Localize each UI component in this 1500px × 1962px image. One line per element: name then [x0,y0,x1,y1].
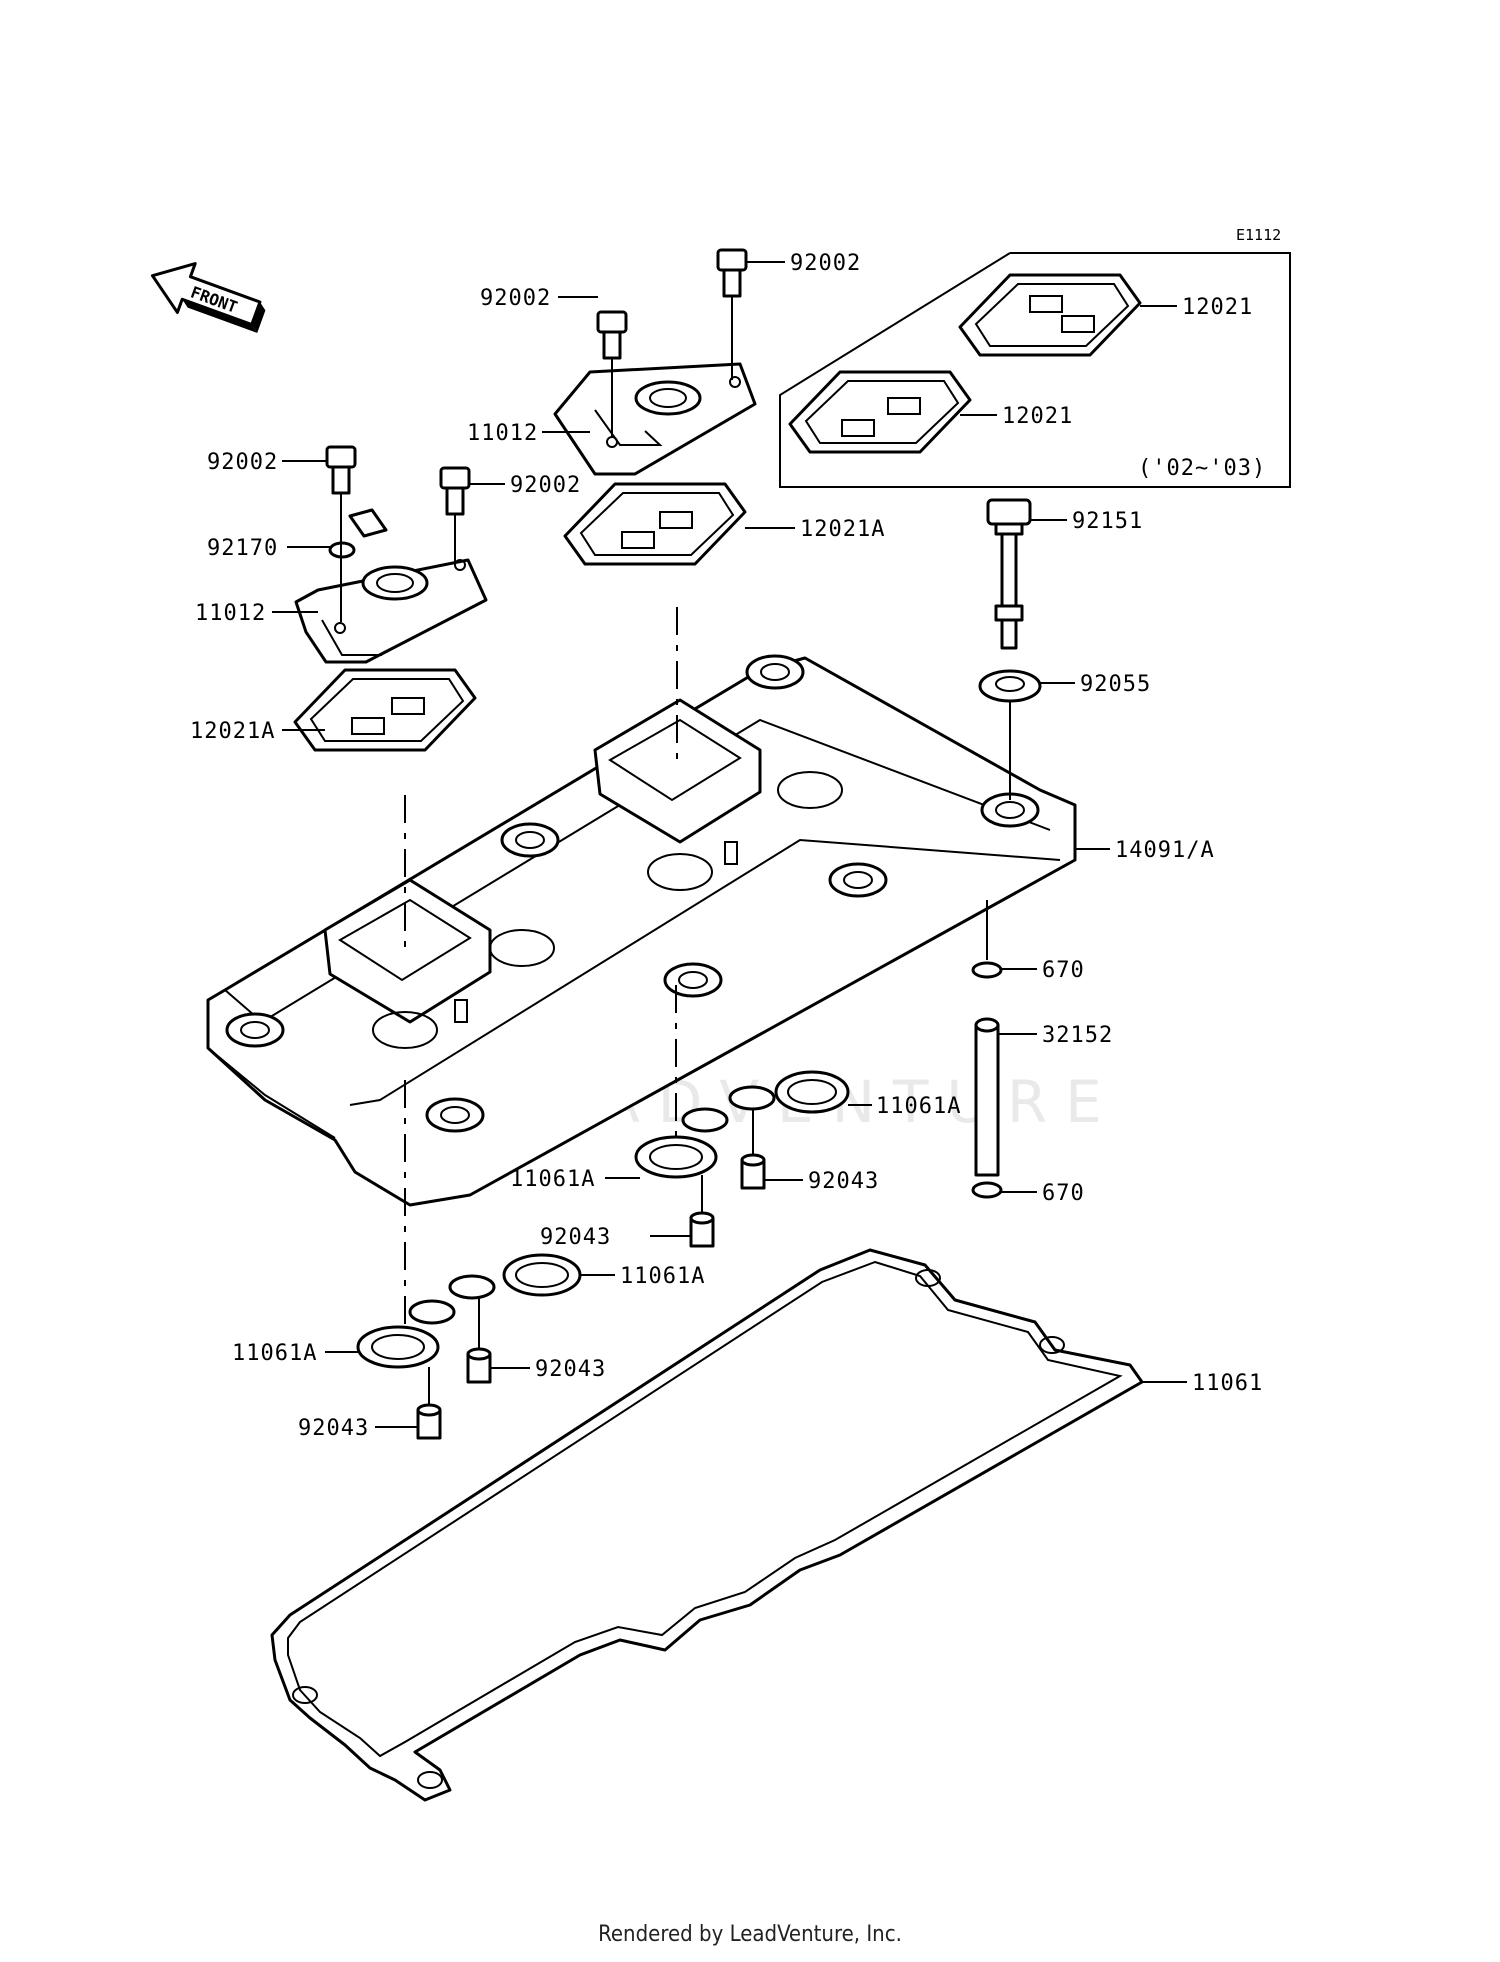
label-cover-left: 11012 [195,601,266,626]
cover-right [553,362,757,476]
label-dowel-left-a: 92043 [535,1357,606,1382]
dowel-right-a-icon [740,1153,766,1190]
plug-gasket-left-mid [408,1299,456,1325]
head-cover [206,654,1077,1207]
label-cover-right: 11012 [467,421,538,446]
label-oring-lower: 670 [1042,1181,1085,1206]
label-dowel-left-b: 92043 [298,1416,369,1441]
pipe-icon [974,1017,1000,1177]
plug-gasket-left-upper [448,1253,582,1300]
label-long-bolt: 92151 [1072,509,1143,534]
oring-lower-icon [971,1181,1003,1199]
bolt-top-mid-icon [596,310,628,360]
label-bolt-left: 92002 [207,450,278,475]
plug-gasket-right-lower [634,1135,718,1179]
label-head-cover: 14091/A [1115,838,1215,863]
plug-gasket-right-upper [728,1070,850,1114]
label-head-gasket: 11061 [1192,1371,1263,1396]
clamp-icon [328,508,388,559]
label-gasket-left: 12021A [190,719,275,744]
label-plug-gasket-left-low: 11061A [232,1341,317,1366]
label-inset-gasket-upper: 12021 [1182,295,1253,320]
inset-note: ('02~'03) [1138,456,1266,481]
cover-left [294,558,488,664]
label-bolt-left-right: 92002 [510,473,581,498]
gasket-left [293,668,477,752]
label-dowel-right-b: 92043 [540,1225,611,1250]
grommet-icon [978,669,1042,703]
diagram-code: E1112 [1236,226,1281,244]
long-bolt-icon [986,498,1032,650]
oring-upper-icon [971,961,1003,979]
inset-gasket-lower [788,370,972,454]
label-plug-gasket-right-up: 11061A [876,1094,961,1119]
label-gasket-right: 12021A [800,517,885,542]
plug-gasket-left-lower [356,1325,440,1369]
front-arrow-icon: FRONT [150,262,266,333]
dowel-right-b-icon [689,1211,715,1248]
bolt-left-right-icon [439,466,471,516]
label-grommet: 92055 [1080,672,1151,697]
label-oring-upper: 670 [1042,958,1085,983]
bolt-top-right-icon [716,248,748,298]
gasket-right [563,482,747,566]
plug-gasket-right-mid [681,1107,729,1133]
label-dowel-right-a: 92043 [808,1169,879,1194]
inset-gasket-upper [958,273,1142,357]
leader-lines [272,261,1187,1428]
label-bolt-top-mid: 92002 [480,286,551,311]
label-plug-gasket-right-low: 11061A [510,1167,595,1192]
label-clamp: 92170 [207,536,278,561]
inset-frame [779,252,1291,488]
label-plug-gasket-left-up: 11061A [620,1264,705,1289]
label-pipe: 32152 [1042,1023,1113,1048]
footer-credit: Rendered by LeadVenture, Inc. [598,1922,902,1947]
label-inset-gasket-lower: 12021 [1002,404,1073,429]
dowel-left-a-icon [466,1347,492,1384]
bolt-left-icon [325,445,357,495]
dowel-left-b-icon [416,1403,442,1440]
head-gasket [270,1248,1144,1802]
label-bolt-top-right: 92002 [790,251,861,276]
